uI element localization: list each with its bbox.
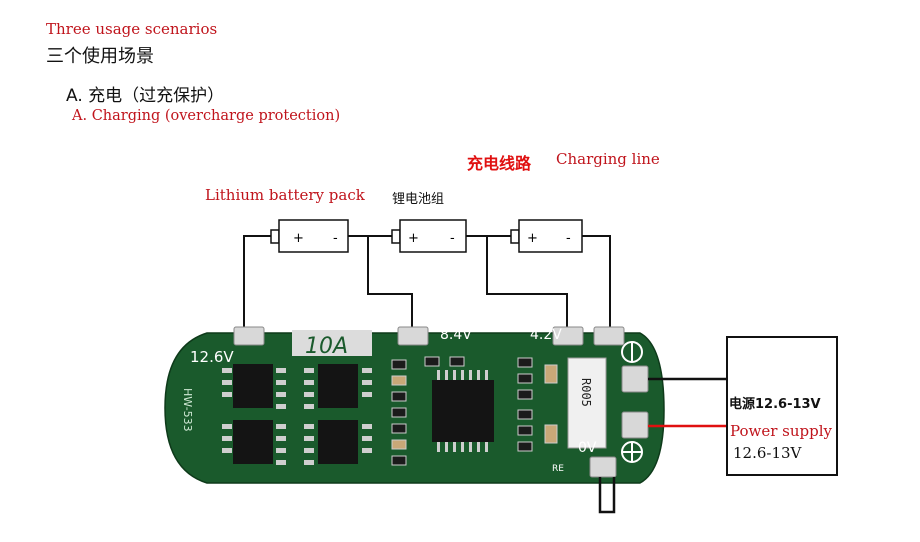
positive-terminal-icon	[621, 441, 643, 463]
battery-pack-label-chinese: 锂电池组	[392, 192, 445, 207]
pad-p-minus	[621, 411, 649, 439]
resistor-code: R005	[579, 378, 593, 407]
pad-b-minus	[593, 326, 625, 346]
battery-wiring	[243, 235, 611, 333]
mosfet-array	[233, 364, 358, 464]
battery-minus-sign: -	[450, 231, 455, 246]
battery-cell-1: + -	[270, 219, 349, 253]
silk-re-label: RE	[552, 464, 564, 474]
title-chinese: 三个使用场景	[46, 46, 154, 67]
pad-p-plus	[621, 365, 649, 393]
pad-0v-label: 0V	[578, 440, 597, 456]
negative-terminal-icon	[621, 341, 643, 363]
pad-4v2-label: 4.2V	[530, 327, 562, 343]
battery-cell-3: + -	[510, 219, 583, 253]
charging-line-label-english: Charging line	[556, 150, 660, 168]
protection-ic	[432, 380, 494, 442]
pad-12v6	[233, 326, 265, 346]
power-supply-box	[726, 336, 838, 476]
battery-plus-sign: +	[527, 231, 538, 246]
battery-minus-sign: -	[333, 231, 338, 246]
current-rating-box	[292, 330, 372, 356]
model-silkscreen: HW-533	[181, 388, 194, 432]
power-supply-label-english: Power supply	[730, 422, 833, 440]
battery-plus-sign: +	[293, 231, 304, 246]
ic-pins	[437, 370, 488, 452]
pad-4v2	[552, 326, 584, 346]
mosfet-pins	[222, 368, 372, 465]
ground-loop-wire	[598, 477, 616, 514]
pad-12v6-label: 12.6V	[190, 348, 234, 366]
battery-pack-label-english: Lithium battery pack	[205, 186, 365, 204]
battery-cell-2: + -	[391, 219, 467, 253]
charging-line-label-chinese: 充电线路	[467, 154, 532, 173]
power-supply-voltage: 12.6-13V	[733, 444, 802, 462]
battery-minus-sign: -	[566, 231, 571, 246]
pad-0v	[589, 456, 617, 478]
pad-8v4-label: 8.4V	[440, 327, 472, 343]
protection-board-pcb: 10A 12.6V 8.4V 4.2V HW-533	[164, 326, 665, 484]
smd-components	[391, 356, 558, 466]
section-heading-chinese: A. 充电（过充保护）	[66, 86, 225, 106]
title-english: Three usage scenarios	[46, 20, 218, 38]
shunt-resistor	[567, 357, 607, 449]
pad-8v4	[397, 326, 429, 346]
battery-plus-sign: +	[408, 231, 419, 246]
power-supply-label-chinese: 电源12.6-13V	[729, 397, 821, 412]
current-rating-label: 10A	[305, 334, 348, 359]
section-heading-english: A. Charging (overcharge protection)	[72, 108, 341, 124]
